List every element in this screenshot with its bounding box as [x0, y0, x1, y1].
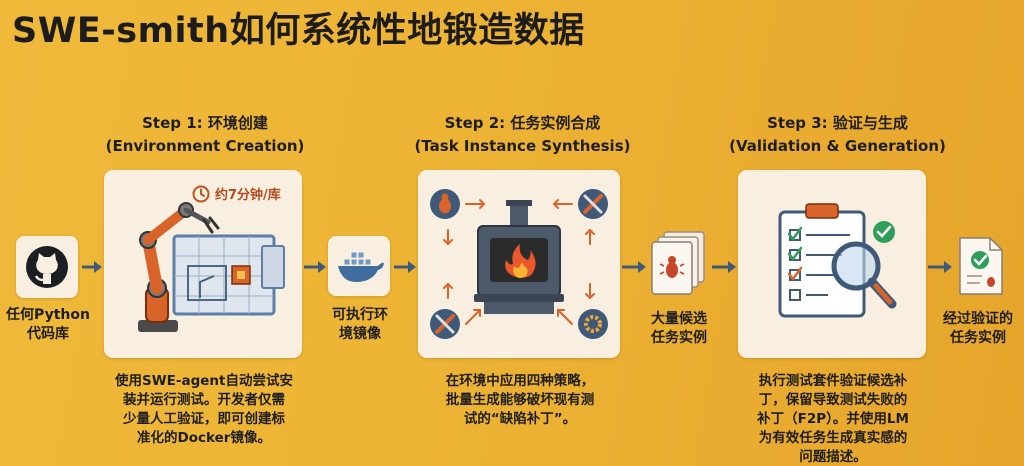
step1-title: Step 1: 环境创建: [142, 114, 268, 132]
output-label: 经过验证的 任务实例: [943, 311, 1013, 346]
arrow-candidates-to-step3: [712, 261, 736, 273]
verified-document-icon: [959, 237, 1003, 295]
docker-whale-icon: [338, 251, 384, 282]
candidate-documents-stack: [648, 228, 710, 298]
step2-subtitle: (Task Instance Synthesis): [414, 137, 631, 155]
bug-documents-icon: [651, 231, 705, 295]
step3-subtitle: (Validation & Generation): [729, 137, 946, 155]
step1-description: 使用SWE-agent自动尝试安 装并运行测试。开发者仅需 少量人工验证，即可创…: [115, 373, 293, 446]
step3-title: Step 3: 验证与生成: [767, 114, 908, 132]
step3-card: [738, 170, 926, 358]
github-icon: [26, 246, 68, 288]
arrow-step2-to-candidates: [622, 261, 646, 273]
checklist-magnifier-illustration: [778, 203, 897, 318]
source-label: 任何Python 代码库: [6, 307, 90, 342]
arrow-step3-to-output: [928, 261, 952, 273]
step3-header: Step 3: 验证与生成 (Validation & Generation): [720, 112, 955, 158]
step3-description: 执行测试套件验证候选补 丁，保留导致测试失败的 补丁（F2P）。并使用LM 为有…: [757, 373, 909, 465]
page-title: SWE-smith如何系统性地锻造数据: [12, 11, 585, 51]
step1-header: Step 1: 环境创建 (Environment Creation): [100, 112, 310, 158]
docker-label: 可执行环 境镜像: [332, 307, 388, 342]
time-badge: 约7分钟/库: [192, 184, 281, 203]
step1-subtitle: (Environment Creation): [105, 137, 305, 155]
clock-icon: [192, 185, 210, 202]
docker-card: [328, 236, 390, 296]
step2-title: Step 2: 任务实例合成: [444, 114, 601, 132]
verified-document: [956, 234, 1006, 298]
step2-description: 在环境中应用四种策略， 批量生成能够破坏现有测 试的“缺陷补丁”。: [445, 373, 595, 427]
robot-arm-blueprint-illustration: [138, 202, 285, 332]
time-badge-text: 约7分钟/库: [215, 188, 281, 203]
arrow-step1-to-docker: [304, 261, 326, 273]
candidates-label: 大量候选 任务实例: [651, 311, 707, 346]
arrow-source-to-step1: [82, 261, 102, 273]
step2-header: Step 2: 任务实例合成 (Task Instance Synthesis): [405, 112, 640, 158]
github-card: [16, 236, 78, 298]
bug-forge-illustration: [430, 189, 608, 339]
arrow-docker-to-step2: [394, 261, 416, 273]
step1-card: [104, 170, 302, 358]
step2-card: [418, 170, 620, 358]
